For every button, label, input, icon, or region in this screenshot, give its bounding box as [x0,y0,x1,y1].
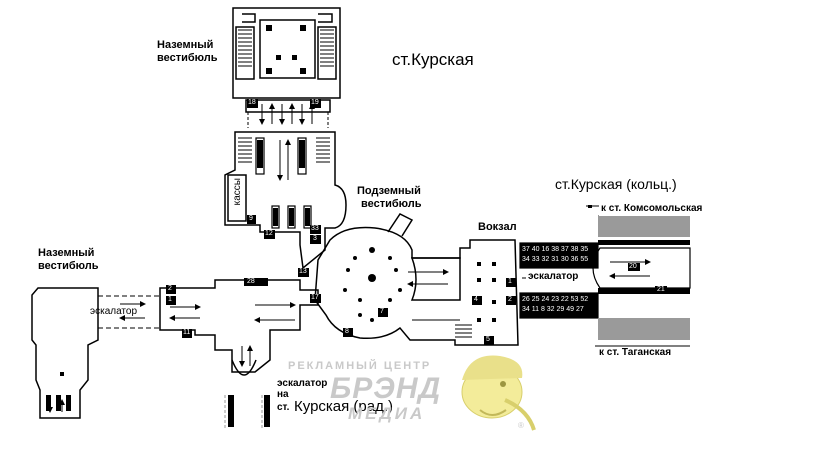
platform-top-row-1: 37 40 16 38 37 38 35 [522,246,589,253]
escalator-radial-label-2: на [277,389,289,400]
underground-vestibule-label-1: Подземный [357,185,421,197]
ground-vestibule-top-label-2: вестибюль [157,52,218,64]
station-ring-title: ст.Курская (кольц.) [555,176,677,192]
exit-9: 9 [249,215,253,222]
station-radial-label: Курская (рад.) [294,398,394,415]
exit-13: 13 [299,268,307,275]
exit-1: 1 [168,296,172,303]
exit-1b: 1 [508,278,512,285]
main-passage [159,279,319,376]
escalator-radial-label-1: эскалатор [277,378,328,389]
escalator-passage-left [98,295,160,329]
exit-18: 18 [248,99,256,106]
escalator-left-label: эскалатор [90,306,138,317]
underground-escalators [255,137,312,229]
exit-28: 28 [247,278,255,285]
exit-33: 33 [311,225,319,232]
watermark-line-2: БРЭНД [330,372,442,405]
underground-vestibule [224,131,347,270]
top-columns [266,25,306,74]
station-building-label: Вокзал [478,221,517,233]
exit-5: 5 [486,336,490,343]
exit-11: 11 [183,329,191,336]
exit-4: 4 [474,296,478,303]
watermark-line-3: МЕДИА [348,404,426,423]
escalator-radial-label-3: ст. [277,402,290,413]
underground-stairs [238,137,330,163]
exit-2: 2 [168,285,172,292]
round-hall-columns [343,247,402,322]
top-ground-vestibule [232,7,341,113]
platform-bottom-row-1: 26 25 24 23 22 53 52 [522,296,589,303]
top-stairs [238,29,334,67]
ground-vestibule-left-label-1: Наземный [38,247,95,259]
exit-12: 12 [265,230,273,237]
watermark-line-1: РЕКЛАМНЫЙ ЦЕНТР [288,360,432,372]
left-ground-vestibule [31,287,99,419]
radial-platform-columns [224,395,263,430]
to-taganskaya-label: к ст. Таганская [599,347,672,358]
to-komsomolskaya-label: к ст. Комсомольская [599,202,705,216]
exit-3: 3 [313,235,317,242]
exit-17: 17 [311,294,319,301]
ground-vestibule-left-label-2: вестибюль [38,260,99,272]
platform-bottom-row-2: 34 11 8 32 29 49 27 [522,306,584,313]
escalator-right-label: эскалатор [526,270,581,284]
underground-vestibule-label-2: вестибюль [361,198,422,210]
exit-7: 7 [380,308,384,315]
station-main-title: ст.Курская [392,50,474,69]
exit-21: 21 [657,286,665,293]
exit-2b: 2 [508,296,512,303]
exit-19: 19 [311,99,319,106]
ticket-office-label: кассы [232,178,243,206]
exit-20: 20 [629,263,637,270]
ground-vestibule-top-label-1: Наземный [157,39,214,51]
exit-8: 8 [345,328,349,335]
ring-tracks [598,215,690,340]
platform-top-row-2: 34 33 32 31 30 36 55 [522,256,589,263]
exit-badges [166,99,667,345]
